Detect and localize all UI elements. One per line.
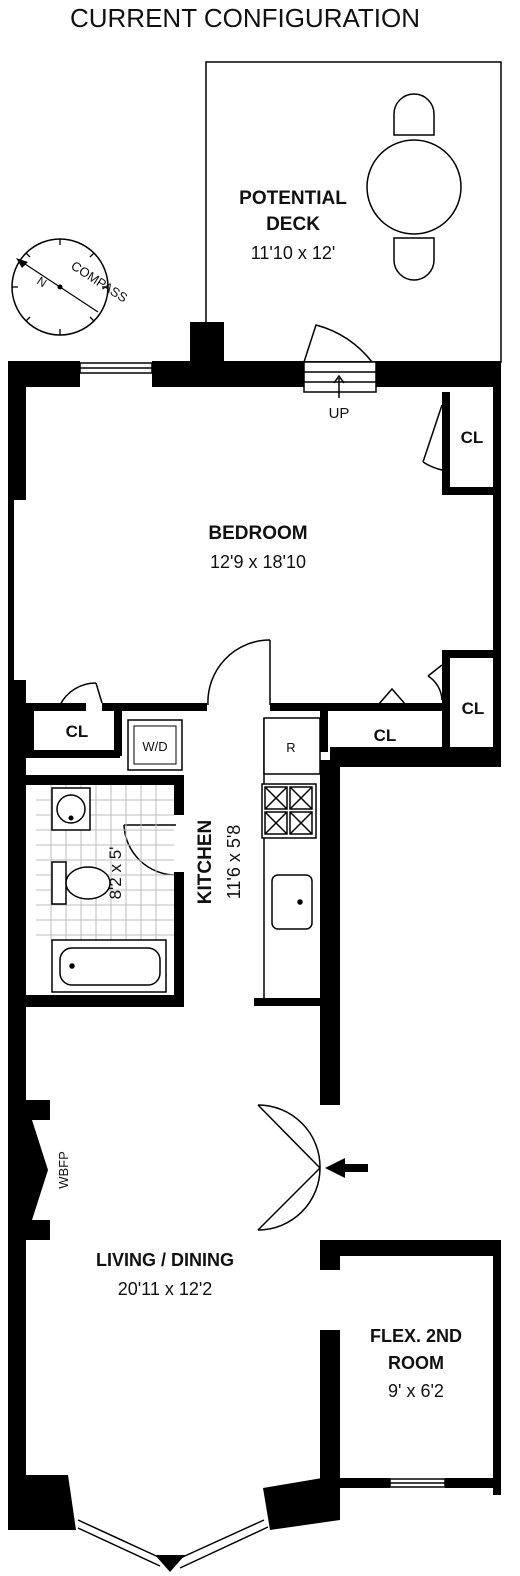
kitchen-sink-icon (271, 874, 313, 930)
flex-size: 9' x 6'2 (388, 1381, 444, 1401)
deck-name-2: DECK (266, 214, 320, 235)
kitchen-size: 11'6 x 5'8 (224, 825, 244, 900)
living-size: 20'11 x 12'2 (118, 1279, 213, 1299)
compass-north: N (34, 274, 49, 290)
flex-name-2: ROOM (388, 1353, 444, 1373)
bathtub-icon (51, 939, 167, 993)
living-name: LIVING / DINING (96, 1250, 234, 1270)
compass-center (57, 284, 63, 290)
stove-icon (261, 783, 317, 839)
compass-ticks (12, 239, 108, 335)
closet-label-3: CL (374, 726, 397, 745)
doors (59, 404, 443, 1231)
deck-table-icon (366, 93, 462, 281)
fireplace-label: WBFP (56, 1151, 71, 1189)
bathroom (36, 785, 174, 993)
flex-name-1: FLEX. 2ND (370, 1326, 462, 1346)
walls (8, 322, 501, 1530)
refrigerator-label: R (286, 740, 295, 755)
washer-dryer-label: W/D (142, 739, 167, 754)
compass: N COMPASS (11, 238, 131, 336)
deck-area (205, 61, 502, 363)
closet-label-4: CL (66, 722, 89, 741)
deck-name-1: POTENTIAL (239, 188, 347, 209)
windows (77, 362, 446, 1569)
washer-dryer: W/D (127, 719, 183, 771)
deck-size: 11'10 x 12' (251, 243, 336, 263)
stairs-label: UP (329, 405, 350, 422)
plan-title: CURRENT CONFIGURATION (70, 3, 420, 33)
entry-arrow-icon (325, 1158, 368, 1178)
bedroom-size: 12'9 x 18'10 (210, 552, 306, 572)
toilet-icon (51, 861, 111, 905)
bay-point (155, 1555, 185, 1572)
kitchen-name: KITCHEN (195, 820, 216, 904)
bedroom-name: BEDROOM (208, 523, 307, 544)
bath-size: 8'2 x 5' (106, 847, 125, 900)
compass-arrow-icon (16, 258, 28, 268)
stairs (302, 324, 377, 398)
stairs-arrow-icon (333, 374, 345, 384)
closet-label-2: CL (462, 699, 485, 718)
openings (14, 500, 50, 1220)
refrigerator (263, 717, 321, 775)
kitchen-counter: R (261, 717, 321, 998)
sink-icon (51, 787, 91, 831)
closet-label-1: CL (461, 428, 484, 447)
